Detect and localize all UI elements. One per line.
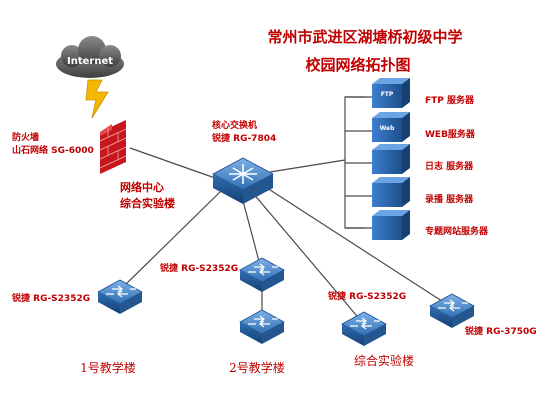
server-1-icon-text: FTP [381,91,394,98]
server-4-label: 录播 服务器 [425,193,474,205]
switch-2b-icon [239,309,285,345]
connection-lines [121,96,449,323]
server-2-label: WEB服务器 [425,128,476,140]
firewall-label-1: 防火墙 [12,131,39,143]
firewall-icon [99,120,127,174]
switch-2-label: 锐捷 RG-S2352G [160,262,238,274]
server-1-label: FTP 服务器 [425,94,475,106]
server-2-icon: Web [372,112,410,142]
title-line-2: 校园网络拓扑图 [305,56,410,74]
core-switch-icon [212,157,274,204]
firewall-label-2: 山石网络 SG-6000 [12,144,94,156]
network-center-label-2: 综合实验楼 [120,196,175,210]
building-2-label: 2号教学楼 [229,360,285,375]
server-5-icon [372,210,410,240]
server-3-label: 日志 服务器 [425,160,474,172]
link-firewall-core [129,147,216,179]
building-1-label: 1号教学楼 [80,360,136,375]
server-4-icon [372,177,410,207]
link-core-s3 [251,191,363,323]
network-center-label-1: 网络中心 [120,180,164,194]
switch-3-icon [341,311,387,347]
switch-4-icon [429,293,475,329]
building-3-label: 综合实验楼 [354,353,414,368]
switch-3-label: 锐捷 RG-S2352G [328,290,406,302]
server-2-icon-text: Web [380,125,395,132]
server-3-icon [372,144,410,174]
link-core-s1 [121,189,223,289]
link-core-s4 [263,185,449,306]
internet-label: Internet [67,56,113,67]
server-1-icon: FTP [372,78,410,108]
link-core-serverbus [269,159,346,173]
link-core-s2 [241,196,261,266]
switch-1-icon [97,279,143,315]
switch-2-icon [239,257,285,293]
internet-cloud-icon: Internet [56,36,124,78]
title-line-1: 常州市武进区湖塘桥初级中学 [267,28,462,46]
core-switch-label-2: 锐捷 RG-7804 [212,132,276,144]
switch-1-label: 锐捷 RG-S2352G [12,292,90,304]
core-switch-label-1: 核心交换机 [212,119,257,131]
server-5-label: 专题网站服务器 [425,225,489,237]
switch-4-label: 锐捷 RG-3750G [465,325,537,337]
lightning-icon [85,79,109,119]
